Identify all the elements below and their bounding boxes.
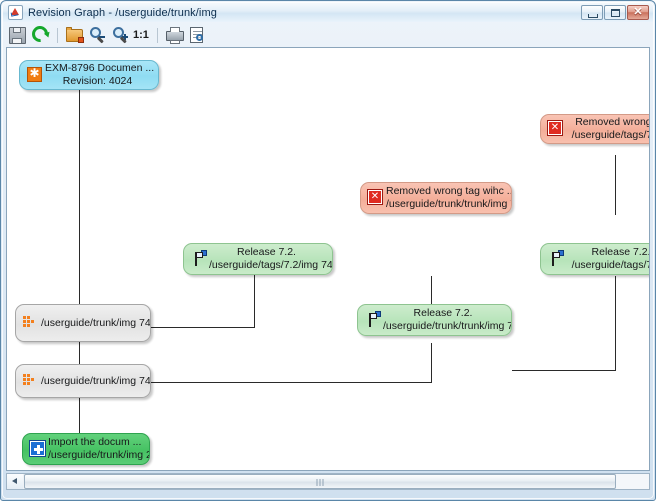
node-exm-8796-line1: EXM-8796 Documen ... [45, 62, 155, 74]
node-removed-wrong-tag-749-line2: /userguide/trunk/trunk/img 749 [386, 198, 511, 210]
node-trunk-img-747-label: /userguide/trunk/img 747 [41, 316, 150, 329]
node-release-trunk-747-line1: Release 7.2. [413, 307, 473, 319]
maximize-button[interactable] [604, 5, 626, 20]
scroll-left-arrow[interactable] [7, 474, 23, 489]
save-icon [9, 27, 26, 44]
revision-graph-icon [8, 5, 23, 20]
edge-righttag-to-removedtrunk [615, 155, 616, 215]
node-trunk-img-746-label: /userguide/trunk/img 746 [41, 374, 150, 387]
horizontal-scrollbar[interactable] [6, 473, 650, 490]
print-icon [165, 27, 184, 44]
edge-747-to-746 [79, 342, 80, 381]
edge-tag747-to-righttag-v [615, 276, 616, 371]
node-release-tag-748-line1: Release 7.2. [237, 246, 296, 258]
node-exm-8796[interactable]: EXM-8796 Documen ... Revision: 4024 [19, 60, 159, 90]
print-preview-icon [189, 27, 203, 43]
horizontal-scroll-thumb[interactable] [24, 474, 616, 489]
delete-x-icon [368, 190, 384, 206]
caption-buttons: ✕ [580, 5, 649, 20]
refresh-button[interactable] [28, 22, 52, 46]
print-button[interactable] [163, 24, 185, 46]
toolbar: 1:1 [6, 22, 650, 47]
tag-flag-icon [191, 250, 207, 267]
graph-canvas[interactable]: EXM-8796 Documen ... Revision: 4024 Remo… [6, 47, 650, 471]
tag-flag-icon [365, 311, 381, 328]
save-graph-button[interactable] [6, 24, 28, 46]
edge-747-to-tag748-v [254, 275, 255, 328]
node-release-tag-748[interactable]: Release 7.2. /userguide/tags/7.2/img 748 [183, 243, 333, 275]
edge-747-to-tag748-h [150, 327, 255, 328]
node-release-trunk-747-line2: /userguide/trunk/trunk/img 747 [383, 320, 511, 332]
compare-folders-button[interactable] [63, 24, 85, 46]
node-removed-wrong-tag-749[interactable]: Removed wrong tag wihc ... /userguide/tr… [360, 182, 512, 214]
node-release-tag-right-line1: Release 7.2. [591, 246, 650, 258]
added-plus-icon [30, 441, 46, 457]
tag-flag-icon [548, 250, 564, 267]
toolbar-separator-2 [156, 27, 158, 43]
edge-746-to-tag747-v [431, 343, 432, 383]
modified-dots-icon [23, 373, 39, 389]
node-import-document-line1: Import the docum ... [48, 436, 142, 448]
delete-x-icon [548, 121, 564, 137]
node-removed-wrong-trunk[interactable]: Removed wrong tru /userguide/tags/7.2/tr [540, 114, 650, 144]
toolbar-separator-1 [57, 27, 58, 43]
edge-746-to-tag747-h [150, 382, 432, 383]
zoom-in-icon [113, 27, 128, 40]
node-exm-8796-line2: Revision: 4024 [62, 75, 133, 87]
node-release-tag-right-line2: /userguide/tags/7.2/tr [571, 259, 649, 271]
window-title: Revision Graph - /userguide/trunk/img [28, 6, 217, 19]
title-bar[interactable]: Revision Graph - /userguide/trunk/img ✕ [3, 3, 653, 22]
node-release-tag-748-line2: /userguide/tags/7.2/img 748 [209, 259, 332, 271]
edge-4024-to-747 [79, 89, 80, 304]
graph-layer: EXM-8796 Documen ... Revision: 4024 Remo… [7, 48, 649, 470]
node-removed-wrong-tag-749-line1: Removed wrong tag wihc ... [386, 185, 511, 197]
node-release-tag-right[interactable]: Release 7.2. /userguide/tags/7.2/tr [540, 243, 650, 275]
edge-tag747-to-righttag-h [512, 370, 616, 371]
node-import-document[interactable]: Import the docum ... /userguide/trunk/im… [22, 433, 150, 465]
node-removed-wrong-trunk-line1: Removed wrong tru [575, 116, 650, 128]
zoom-out-icon [90, 27, 105, 38]
refresh-icon [28, 22, 52, 46]
close-icon: ✕ [633, 6, 643, 18]
zoom-reset-button[interactable]: 1:1 [133, 29, 149, 41]
close-button[interactable]: ✕ [627, 5, 649, 20]
folder-overlay-icon [66, 27, 84, 43]
star-icon [27, 65, 43, 83]
zoom-in-button[interactable] [109, 24, 131, 46]
print-preview-button[interactable] [186, 24, 208, 46]
scroll-thumb-grip [316, 479, 324, 486]
zoom-out-button[interactable] [86, 24, 108, 46]
minimize-icon [588, 14, 598, 18]
minimize-button[interactable] [581, 5, 603, 20]
edge-746-to-import [79, 396, 80, 436]
node-removed-wrong-trunk-line2: /userguide/tags/7.2/tr [571, 129, 649, 141]
node-release-trunk-747[interactable]: Release 7.2. /userguide/trunk/trunk/img … [357, 304, 512, 336]
node-trunk-img-746[interactable]: /userguide/trunk/img 746 [15, 364, 151, 398]
scroll-track[interactable] [616, 474, 649, 489]
node-import-document-line2: /userguide/trunk/img 2 [48, 449, 149, 461]
node-trunk-img-747[interactable]: /userguide/trunk/img 747 [15, 304, 151, 342]
modified-dots-icon [23, 315, 39, 331]
maximize-icon [611, 9, 620, 17]
